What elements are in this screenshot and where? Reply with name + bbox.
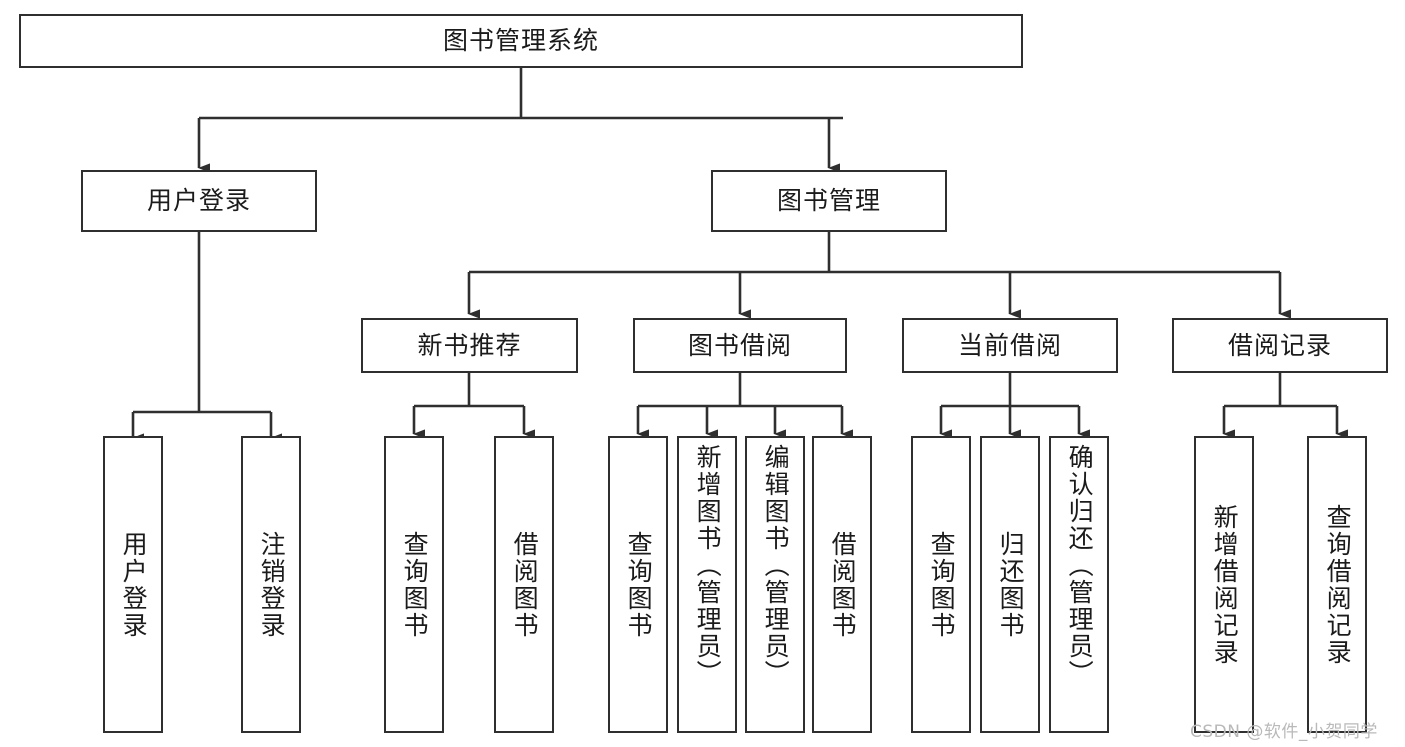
- node-current-borrow[interactable]: 当前借阅: [902, 318, 1118, 373]
- node-root-label: 图书管理系统: [442, 26, 599, 56]
- node-leaf-logout-login-label: 注销登录: [257, 530, 287, 639]
- node-leaf-query-book-3-label: 查询图书: [927, 530, 957, 639]
- node-book-borrow-label: 图书借阅: [687, 330, 792, 360]
- node-leaf-query-book-1-label: 查询图书: [400, 530, 430, 639]
- node-borrow-record-label: 借阅记录: [1227, 330, 1332, 360]
- node-leaf-logout-login[interactable]: 注销登录: [241, 436, 301, 733]
- node-leaf-add-record[interactable]: 新增借阅记录: [1194, 436, 1254, 733]
- node-leaf-borrow-book-1[interactable]: 借阅图书: [494, 436, 554, 733]
- node-leaf-confirm-return[interactable]: 确认归还（管理员）: [1049, 436, 1109, 733]
- node-leaf-query-record[interactable]: 查询借阅记录: [1307, 436, 1367, 733]
- node-current-borrow-label: 当前借阅: [957, 330, 1062, 360]
- node-leaf-user-login[interactable]: 用户登录: [103, 436, 163, 733]
- node-root[interactable]: 图书管理系统: [19, 14, 1023, 68]
- node-leaf-borrow-book-1-label: 借阅图书: [510, 530, 540, 639]
- csdn-watermark: CSDN @软件_小贺同学: [1190, 722, 1378, 742]
- node-user-login-label: 用户登录: [146, 186, 251, 216]
- node-book-borrow[interactable]: 图书借阅: [633, 318, 847, 373]
- node-leaf-return-book-label: 归还图书: [996, 530, 1026, 639]
- node-leaf-add-record-label: 新增借阅记录: [1210, 503, 1240, 666]
- node-leaf-query-book-3[interactable]: 查询图书: [911, 436, 971, 733]
- node-leaf-user-login-label: 用户登录: [119, 530, 149, 639]
- node-leaf-query-book-2[interactable]: 查询图书: [608, 436, 668, 733]
- node-book-manage-label: 图书管理: [776, 186, 881, 216]
- node-leaf-add-book[interactable]: 新增图书（管理员）: [677, 436, 737, 733]
- node-leaf-edit-book-label: 编辑图书（管理员）: [761, 444, 791, 687]
- node-leaf-borrow-book-2-label: 借阅图书: [828, 530, 858, 639]
- node-book-manage[interactable]: 图书管理: [711, 170, 947, 232]
- node-leaf-edit-book[interactable]: 编辑图书（管理员）: [745, 436, 805, 733]
- node-user-login[interactable]: 用户登录: [81, 170, 317, 232]
- node-leaf-query-record-label: 查询借阅记录: [1323, 503, 1353, 666]
- node-leaf-return-book[interactable]: 归还图书: [980, 436, 1040, 733]
- node-leaf-add-book-label: 新增图书（管理员）: [693, 444, 723, 687]
- node-borrow-record[interactable]: 借阅记录: [1172, 318, 1388, 373]
- node-new-book-recommend[interactable]: 新书推荐: [361, 318, 578, 373]
- node-leaf-confirm-return-label: 确认归还（管理员）: [1065, 444, 1095, 687]
- node-leaf-query-book-2-label: 查询图书: [624, 530, 654, 639]
- node-leaf-borrow-book-2[interactable]: 借阅图书: [812, 436, 872, 733]
- node-new-book-recommend-label: 新书推荐: [417, 330, 522, 360]
- node-leaf-query-book-1[interactable]: 查询图书: [384, 436, 444, 733]
